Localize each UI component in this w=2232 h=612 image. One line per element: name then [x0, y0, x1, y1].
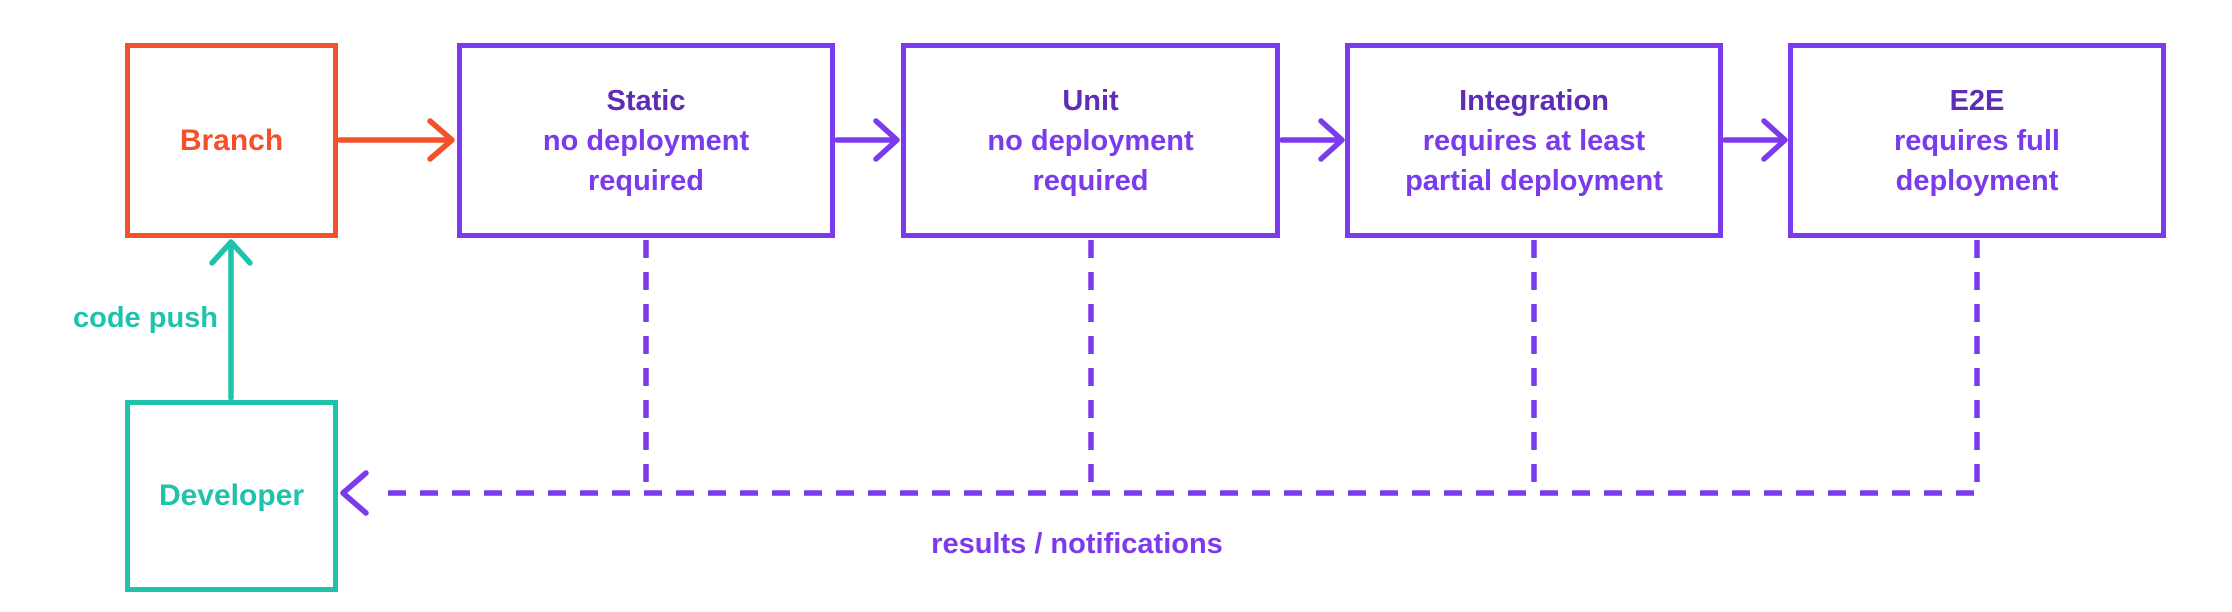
node-integration-subtitle: requires at least partial deployment [1405, 124, 1663, 197]
node-integration: Integration requires at least partial de… [1345, 43, 1723, 238]
arrowhead-right-icon [427, 118, 455, 162]
node-static-title: Static [606, 84, 686, 117]
node-developer-label: Developer [158, 479, 305, 512]
node-branch: Branch [125, 43, 338, 238]
dashed-path-e2e-to-developer [380, 240, 1980, 496]
node-integration-title: Integration [1459, 84, 1609, 117]
edge-label-code-push: code push [72, 302, 218, 334]
node-static: Static no deployment required [457, 43, 835, 238]
arrow-static-to-unit [834, 118, 900, 162]
arrow-branch-to-static [337, 118, 455, 162]
arrowhead-right-icon [1318, 118, 1345, 162]
node-unit: Unit no deployment required [901, 43, 1280, 238]
arrowhead-left-icon [340, 470, 369, 516]
node-e2e-title: E2E [1949, 84, 2005, 117]
node-developer: Developer [125, 400, 338, 592]
node-unit-title: Unit [1062, 84, 1119, 117]
node-static-subtitle: no deployment required [542, 124, 750, 197]
node-e2e: E2E requires full deployment [1788, 43, 2166, 238]
arrowhead-up-icon [209, 239, 253, 266]
arrowhead-right-icon [873, 118, 900, 162]
arrowhead-right-icon [1761, 118, 1788, 162]
node-branch-label: Branch [179, 123, 284, 157]
arrow-unit-to-integration [1279, 118, 1345, 162]
node-e2e-subtitle: requires full deployment [1894, 124, 2060, 197]
node-unit-subtitle: no deployment required [987, 124, 1194, 197]
arrow-integration-to-e2e [1722, 118, 1788, 162]
edge-label-results-notifications: results / notifications [931, 528, 1223, 560]
